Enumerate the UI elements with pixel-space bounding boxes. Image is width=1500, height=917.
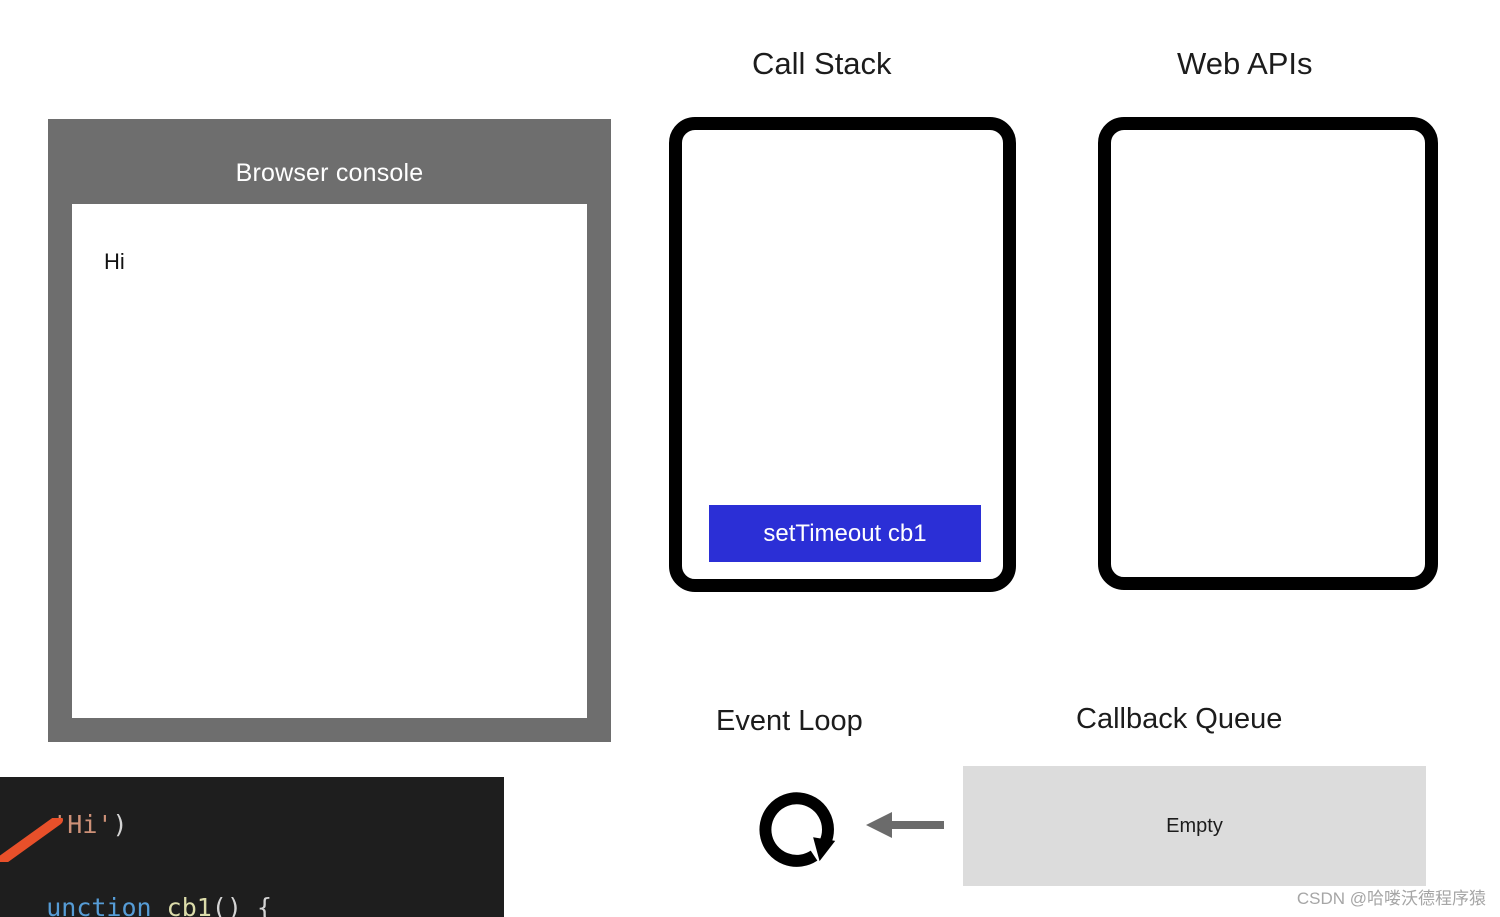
circular-arrow-icon [759, 792, 836, 867]
code-token-punct: ) [112, 810, 128, 839]
code-token-keyword: unction [46, 893, 167, 917]
queue-to-event-loop-arrow [866, 812, 944, 838]
code-line: 'Hi') [0, 787, 128, 862]
code-line: og('cb1') // task [0, 908, 298, 917]
browser-console-panel: Browser console Hi [48, 119, 611, 742]
code-token-function: cb1 [166, 893, 212, 917]
code-line: unction cb1() { [0, 870, 272, 917]
callback-queue-status: Empty [1166, 814, 1223, 837]
browser-console-title: Browser console [235, 159, 424, 187]
browser-console-output: Hi [72, 204, 587, 718]
code-token-string: 'Hi' [52, 810, 113, 839]
call-stack-title: Call Stack [752, 46, 892, 81]
web-apis-box [1098, 117, 1438, 590]
call-stack-frame-label: setTimeout cb1 [763, 519, 927, 547]
callback-queue-box: Empty [963, 766, 1426, 886]
csdn-watermark: CSDN @哈喽沃德程序猿 [1296, 889, 1486, 908]
code-editor-panel: 'Hi') unction cb1() { og('cb1') // task [0, 777, 504, 917]
event-loop-title: Event Loop [716, 705, 863, 737]
call-stack-frame-settimeout-cb1: setTimeout cb1 [709, 505, 981, 562]
console-log-line: Hi [104, 249, 125, 274]
code-token-punct: () { [211, 893, 273, 917]
web-apis-title: Web APIs [1177, 46, 1313, 81]
callback-queue-title: Callback Queue [1076, 703, 1283, 735]
